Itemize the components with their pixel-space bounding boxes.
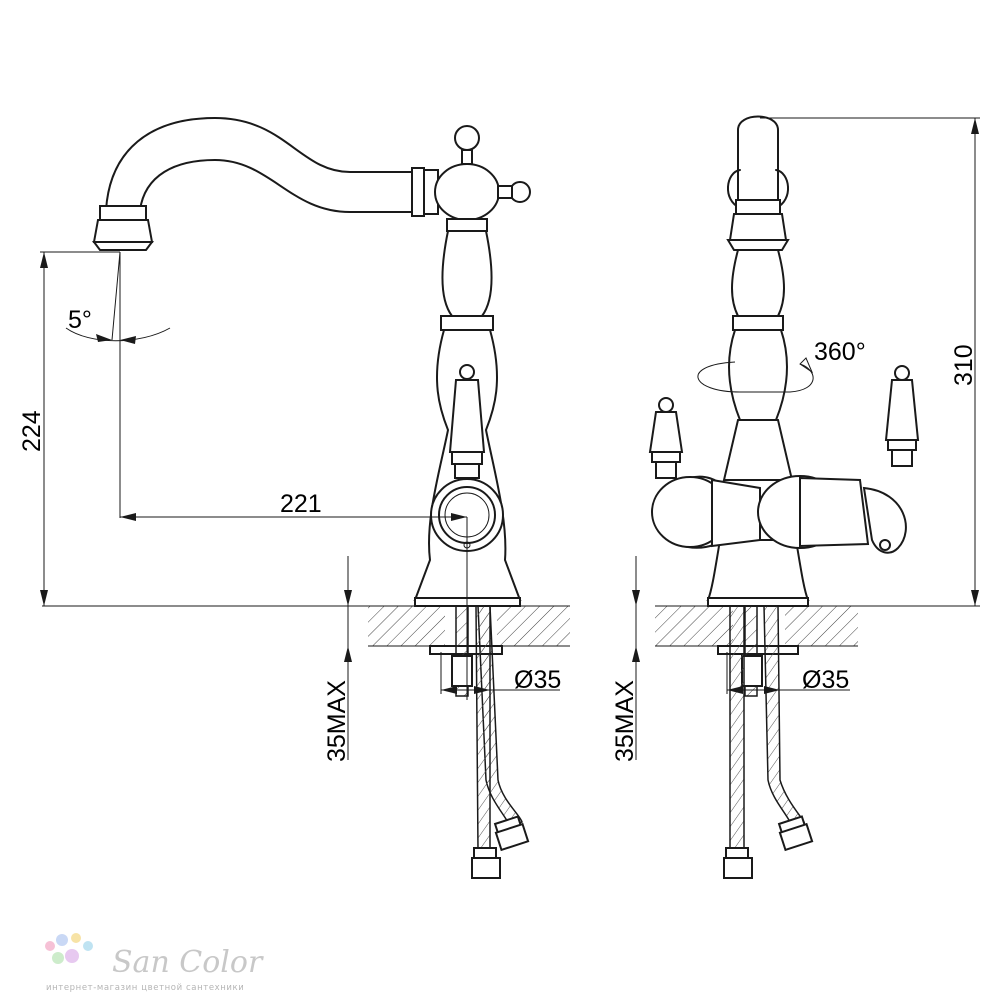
dimension-labels: 5° 224 221 360° 310 Ø35 Ø35 35MAX 35MAX — [18, 306, 978, 762]
label-counter-max-left: 35MAX — [323, 680, 351, 762]
label-spout-height: 224 — [18, 410, 46, 452]
side-view — [42, 117, 570, 879]
faucet-body-front — [648, 249, 920, 607]
front-view — [648, 115, 920, 879]
label-hole-diameter-left: Ø35 — [514, 666, 561, 694]
label-total-height: 310 — [950, 344, 978, 386]
label-rotation: 360° — [814, 338, 866, 366]
brand-dot — [56, 934, 68, 946]
brand-dot — [65, 949, 79, 963]
brand-dot — [71, 933, 81, 943]
brand-dots-icon — [45, 933, 93, 964]
brand-tagline: интернет-магазин цветной сантехники — [46, 983, 244, 993]
brand-dot — [45, 941, 55, 951]
brand-dot — [52, 952, 64, 964]
brand-dot — [83, 941, 93, 951]
brand-watermark: San Color интернет-магазин цветной санте… — [45, 933, 264, 993]
label-spout-angle: 5° — [68, 306, 92, 334]
label-hole-diameter-right: Ø35 — [802, 666, 849, 694]
label-spout-reach: 221 — [280, 490, 322, 518]
spout-front — [726, 115, 790, 251]
label-counter-max-right: 35MAX — [611, 680, 639, 762]
dimension-lines — [40, 117, 980, 760]
countertop-left — [42, 604, 570, 648]
mounting-hardware-left — [429, 605, 530, 879]
brand-name: San Color — [112, 945, 264, 980]
mounting-hardware-right — [717, 605, 814, 879]
spout-left — [92, 117, 439, 251]
